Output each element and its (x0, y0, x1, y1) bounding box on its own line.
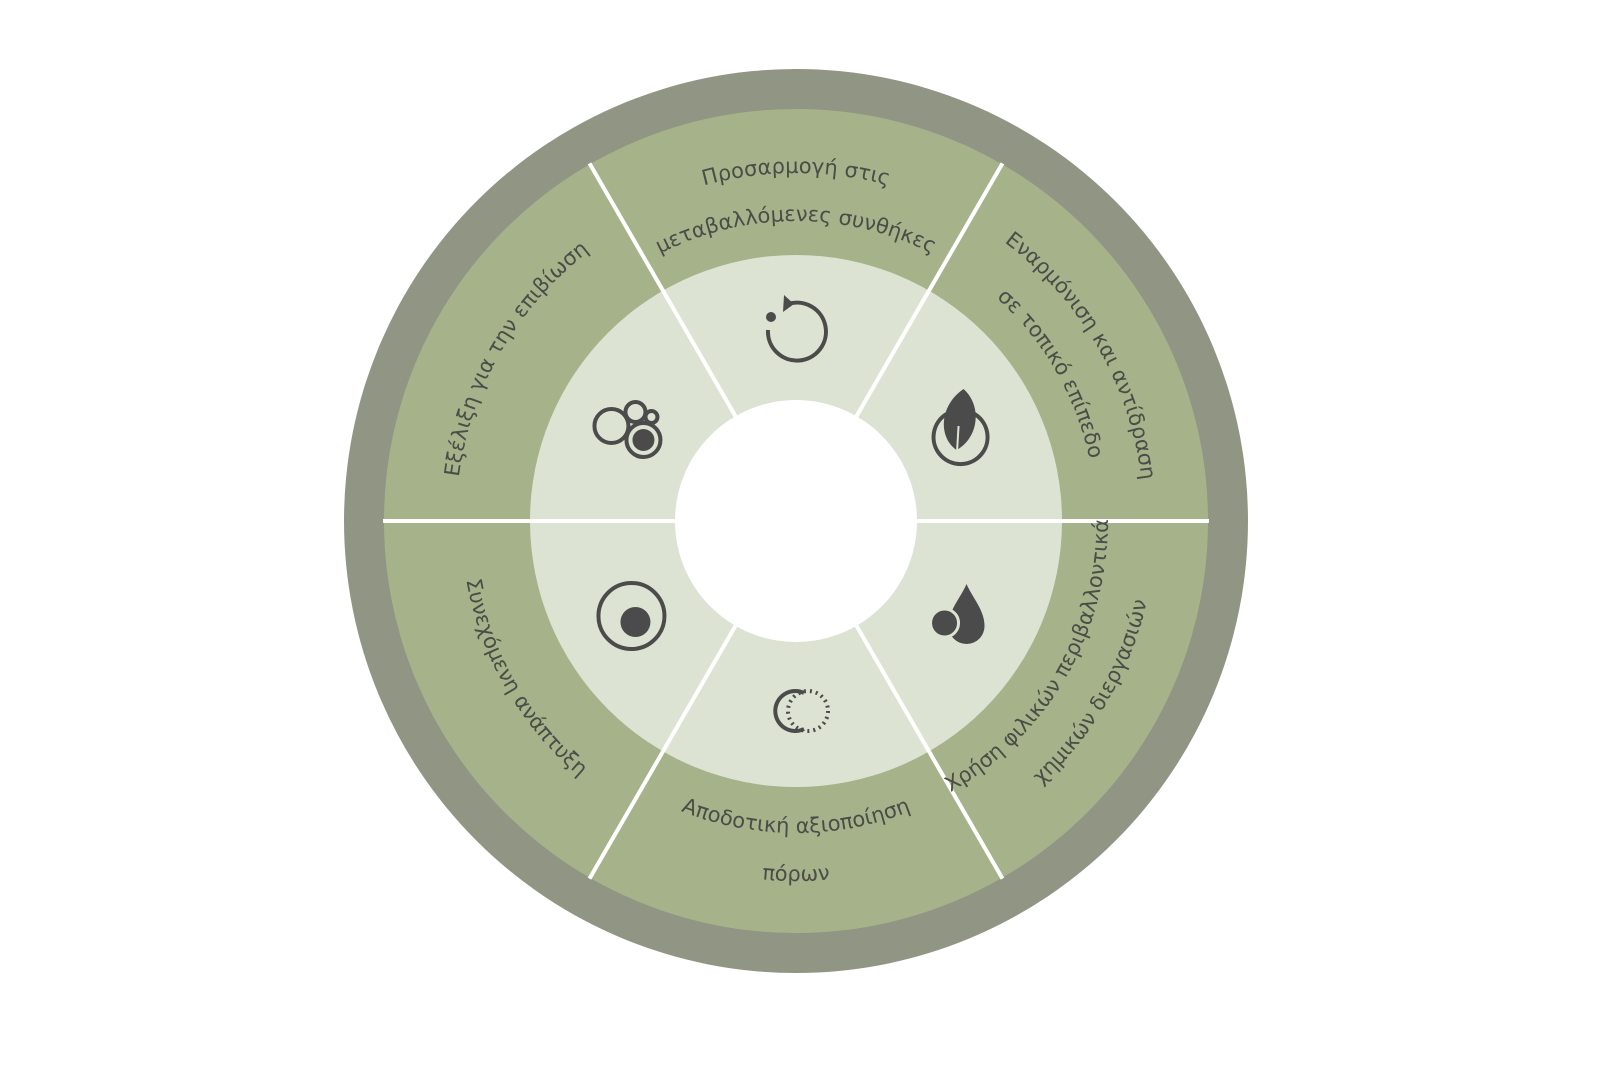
leaf-icon (931, 389, 990, 467)
segment-divider (854, 162, 1005, 418)
center-circle (675, 400, 917, 642)
segment-divider (587, 624, 738, 880)
target-circle-icon (596, 581, 667, 651)
overlap-circles-icon (773, 689, 830, 733)
segment-divider (854, 624, 1005, 880)
drop-icon (929, 584, 985, 644)
segment-label-resources: πόρων (762, 860, 831, 886)
bubbles-icon (592, 400, 663, 459)
refresh-icon (765, 295, 828, 363)
segment-divider (587, 162, 738, 418)
